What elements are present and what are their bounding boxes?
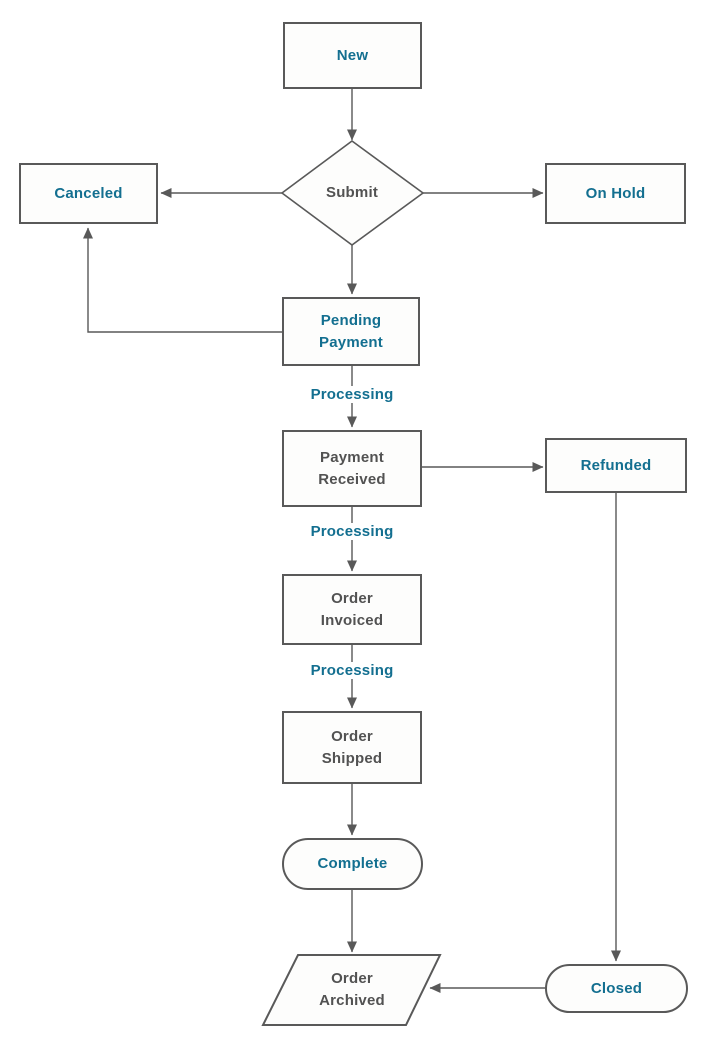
node-canceled-label: Canceled [54,184,123,202]
node-closed-label: Closed [590,979,643,997]
node-new-label: New [336,46,369,64]
node-payment-received: Payment Received [282,430,422,507]
node-pending-payment-label: Pending Payment [319,311,383,351]
node-refunded: Refunded [545,438,687,493]
node-on-hold: On Hold [545,163,686,224]
node-new: New [283,22,422,89]
node-order-shipped: Order Shipped [282,711,422,784]
node-canceled: Canceled [19,163,158,224]
node-order-invoiced-label: Order Invoiced [320,589,384,629]
node-on-hold-label: On Hold [585,184,646,202]
edge-label-processing-3: Processing [307,662,397,679]
node-refunded-label: Refunded [580,456,652,474]
node-order-archived-parallelogram-shape [261,954,442,1026]
node-submit-diamond-shape [280,140,425,246]
node-pending-payment: Pending Payment [282,297,420,366]
node-complete-label: Complete [317,855,388,873]
edge-pending-payment-to-canceled [83,227,282,333]
node-payment-received-label: Payment Received [318,448,386,488]
node-order-shipped-label: Order Shipped [321,727,383,767]
edge-label-processing-2: Processing [307,523,397,540]
node-closed: Closed [545,964,688,1013]
node-order-invoiced: Order Invoiced [282,574,422,645]
edge-label-processing-1: Processing [307,386,397,403]
node-complete: Complete [282,838,423,890]
